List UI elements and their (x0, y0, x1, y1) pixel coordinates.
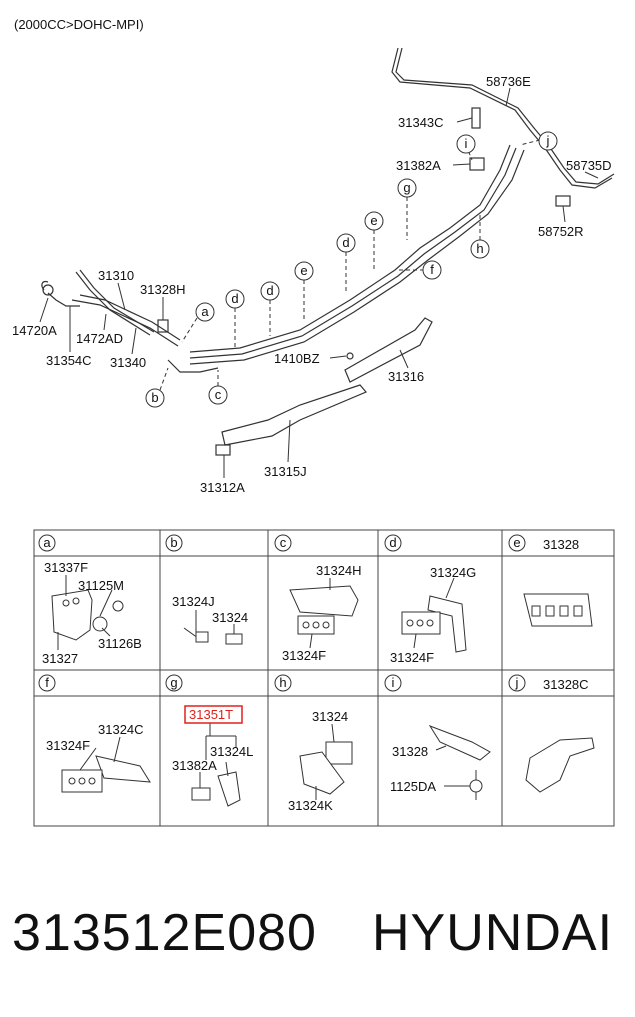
callout-a: a (201, 304, 209, 319)
label-58736E: 58736E (486, 74, 531, 89)
label-1410BZ: 1410BZ (274, 351, 320, 366)
label-31328H: 31328H (140, 282, 186, 297)
cell-h-letter: h (279, 675, 286, 690)
callout-g: g (403, 180, 410, 195)
cell-f-label-1: 31324C (98, 722, 144, 737)
cell-h-label-1: 31324 (312, 709, 348, 724)
callout-d-1: d (231, 291, 238, 306)
cell-f-label-2: 31324F (46, 738, 90, 753)
cell-c-label-2: 31324F (282, 648, 326, 663)
label-31340: 31340 (110, 355, 146, 370)
callout-j: j (546, 133, 550, 148)
cell-e-title: 31328 (543, 537, 579, 552)
brand-name: HYUNDAI (372, 904, 614, 962)
engine-spec-label: (2000CC>DOHC-MPI) (14, 17, 144, 32)
label-31316: 31316 (388, 369, 424, 384)
cell-b-label-2: 31324 (212, 610, 248, 625)
callout-b: b (151, 390, 158, 405)
callout-e-1: e (300, 263, 307, 278)
fuel-line-assembly (41, 47, 615, 456)
callout-c: c (215, 387, 222, 402)
cell-i-label-2: 1125DA (390, 779, 436, 794)
label-31312A: 31312A (200, 480, 245, 495)
cell-a-label-3: 31126B (98, 636, 142, 651)
cell-g-label-highlight: 31351T (189, 707, 233, 722)
cell-a-label-1: 31337F (44, 560, 88, 575)
callout-d-3: d (342, 235, 349, 250)
cell-j-title: 31328C (543, 677, 589, 692)
cell-a-label-2: 31125M (78, 578, 124, 593)
cell-j-letter: j (515, 675, 519, 690)
callout-f: f (430, 262, 434, 277)
label-14720A: 14720A (12, 323, 57, 338)
label-31382A-top: 31382A (396, 158, 441, 173)
cell-g-letter: g (170, 675, 177, 690)
cell-d-label-1: 31324G (430, 565, 476, 580)
cell-e-letter: e (513, 535, 520, 550)
callout-d-2: d (266, 283, 273, 298)
part-number: 313512E080 (12, 904, 317, 962)
callout-e-2: e (370, 213, 377, 228)
callout-i: i (465, 136, 468, 151)
cell-a-letter: a (43, 535, 51, 550)
cell-d-label-2: 31324F (390, 650, 434, 665)
cell-c-label-1: 31324H (316, 563, 362, 578)
label-58752R: 58752R (538, 224, 584, 239)
cell-b-label-1: 31324J (172, 594, 215, 609)
cell-g-label-3: 31382A (172, 758, 217, 773)
label-58735D: 58735D (566, 158, 612, 173)
label-1472AD: 1472AD (76, 331, 123, 346)
cell-d-letter: d (389, 535, 396, 550)
label-31310: 31310 (98, 268, 134, 283)
detail-table (33, 529, 615, 827)
cell-b-letter: b (170, 535, 177, 550)
highlight-box (184, 705, 243, 724)
callout-h: h (476, 241, 483, 256)
cell-a-label-4: 31327 (42, 651, 78, 666)
label-31343C: 31343C (398, 115, 444, 130)
cell-i-letter: i (392, 675, 395, 690)
cell-c-letter: c (280, 535, 287, 550)
cell-g-label-2: 31324L (210, 744, 253, 759)
label-31315J: 31315J (264, 464, 307, 479)
cell-f-letter: f (45, 675, 49, 690)
cell-i-label-1: 31328 (392, 744, 428, 759)
label-31354C: 31354C (46, 353, 92, 368)
cell-h-label-2: 31324K (288, 798, 333, 813)
